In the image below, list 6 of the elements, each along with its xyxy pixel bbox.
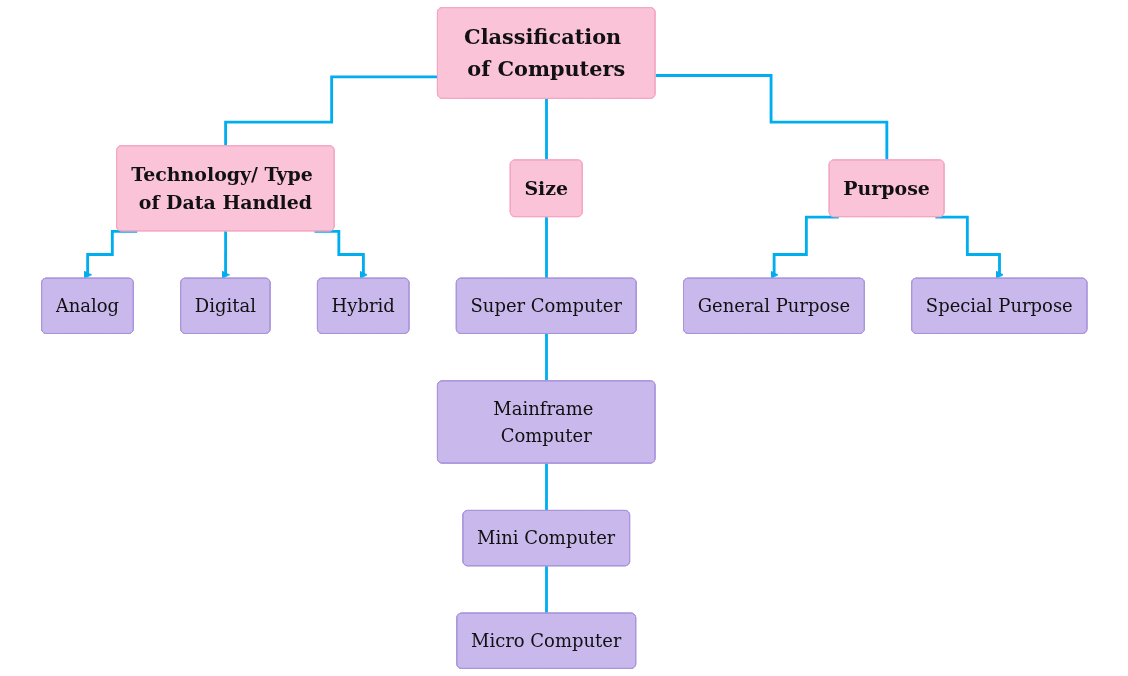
connector [544, 564, 548, 615]
arrow [83, 229, 137, 279]
arrow [314, 229, 368, 279]
arrow [221, 229, 230, 279]
arrow [769, 215, 839, 279]
arrow [935, 215, 1004, 279]
